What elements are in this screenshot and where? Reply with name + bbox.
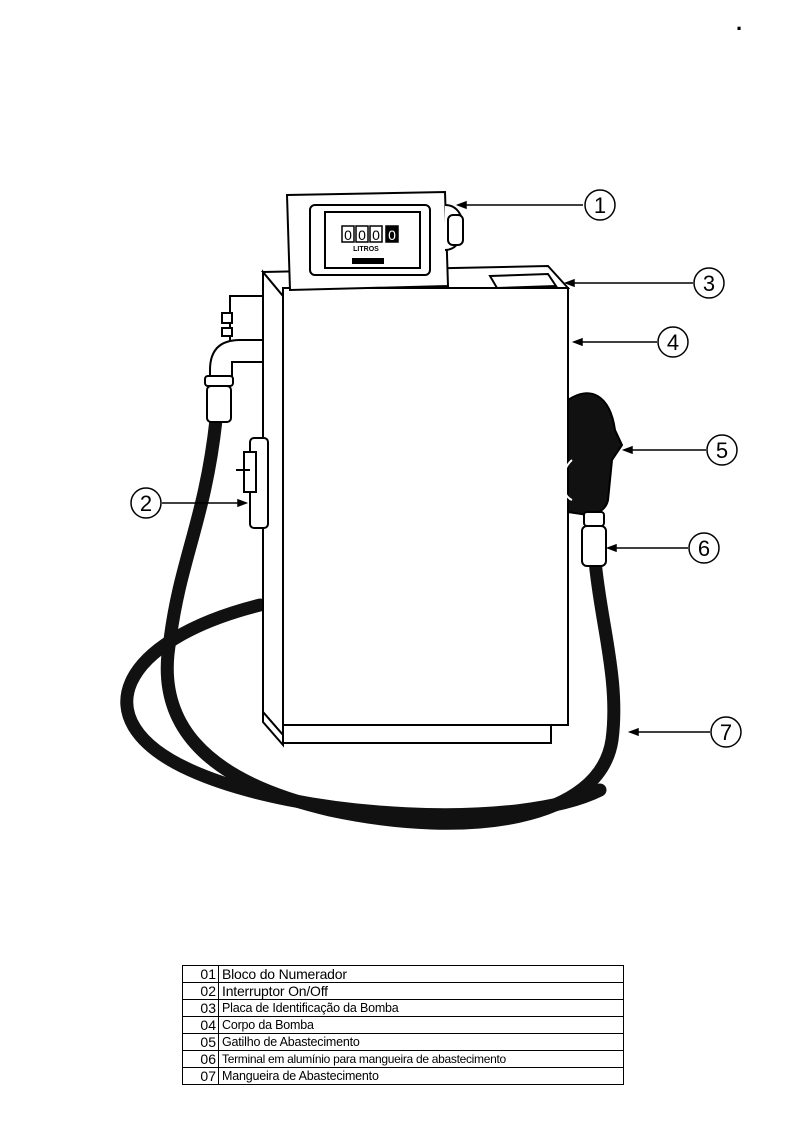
legend-number: 03 (182, 999, 219, 1017)
hose-elbow (204, 339, 271, 423)
fuel-pump-diagram: 0 0 0 0 LITROS 1 2 3 4 5 6 (120, 189, 742, 830)
counter-digit-1: 0 (344, 227, 352, 243)
legend-row: 07 Mangueira de Abastecimento (182, 1067, 624, 1085)
counter-digit-2: 0 (358, 227, 366, 243)
legend-number: 07 (182, 1067, 219, 1085)
callout-5 (706, 434, 738, 466)
on-off-switch (236, 437, 269, 529)
legend-row: 03 Placa de Identificação da Bomba (182, 999, 624, 1017)
callout-circles (130, 189, 742, 748)
legend-row: 06 Terminal em alumínio para mangueira d… (182, 1050, 624, 1068)
legend-description: Corpo da Bomba (218, 1016, 624, 1034)
callout-1 (584, 189, 616, 221)
callout-number-5: 5 (716, 438, 728, 463)
callout-number-7: 7 (720, 720, 732, 745)
counter-digit-3: 0 (372, 227, 380, 243)
nozzle-trigger (562, 392, 624, 517)
legend-description: Placa de Identificação da Bomba (218, 999, 624, 1017)
counter-digit-4: 0 (388, 227, 396, 243)
callout-7 (710, 716, 742, 748)
callout-2 (130, 487, 162, 519)
legend-description: Bloco do Numerador (218, 965, 624, 983)
legend-row: 01 Bloco do Numerador (182, 965, 624, 983)
legend-row: 04 Corpo da Bomba (182, 1016, 624, 1034)
legend-description: Gatilho de Abastecimento (218, 1033, 624, 1051)
callout-number-4: 4 (667, 330, 679, 355)
legend-description: Mangueira de Abastecimento (218, 1067, 624, 1085)
pump-body-side (262, 269, 284, 748)
legend-number: 05 (182, 1033, 219, 1051)
callout-numbers: 1 2 3 4 5 6 7 (140, 193, 732, 745)
callout-6 (688, 532, 720, 564)
callout-4 (657, 326, 689, 358)
aluminium-terminal (581, 511, 607, 567)
counter-digits: 0 0 0 0 LITROS (341, 225, 399, 253)
parts-legend-table: 01 Bloco do Numerador 02 Interruptor On/… (182, 965, 624, 1085)
legend-row: 05 Gatilho de Abastecimento (182, 1033, 624, 1051)
legend-number: 02 (182, 982, 219, 1000)
legend-number: 01 (182, 965, 219, 983)
callout-3 (693, 267, 725, 299)
legend-description: Interruptor On/Off (218, 982, 624, 1000)
legend-number: 06 (182, 1050, 219, 1068)
legend-description: Terminal em alumínio para mangueira de a… (218, 1050, 624, 1068)
pump-body-front (282, 287, 569, 744)
top-mark: . (736, 10, 743, 35)
legend-number: 04 (182, 1016, 219, 1034)
callout-number-1: 1 (594, 193, 606, 218)
identification-plate (488, 272, 558, 290)
fuel-hose (120, 413, 621, 830)
callout-number-6: 6 (698, 536, 710, 561)
legend-row: 02 Interruptor On/Off (182, 982, 624, 1000)
callout-arrows (162, 200, 710, 737)
callout-number-3: 3 (703, 271, 715, 296)
callout-number-2: 2 (140, 491, 152, 516)
counter-label: LITROS (353, 246, 379, 253)
